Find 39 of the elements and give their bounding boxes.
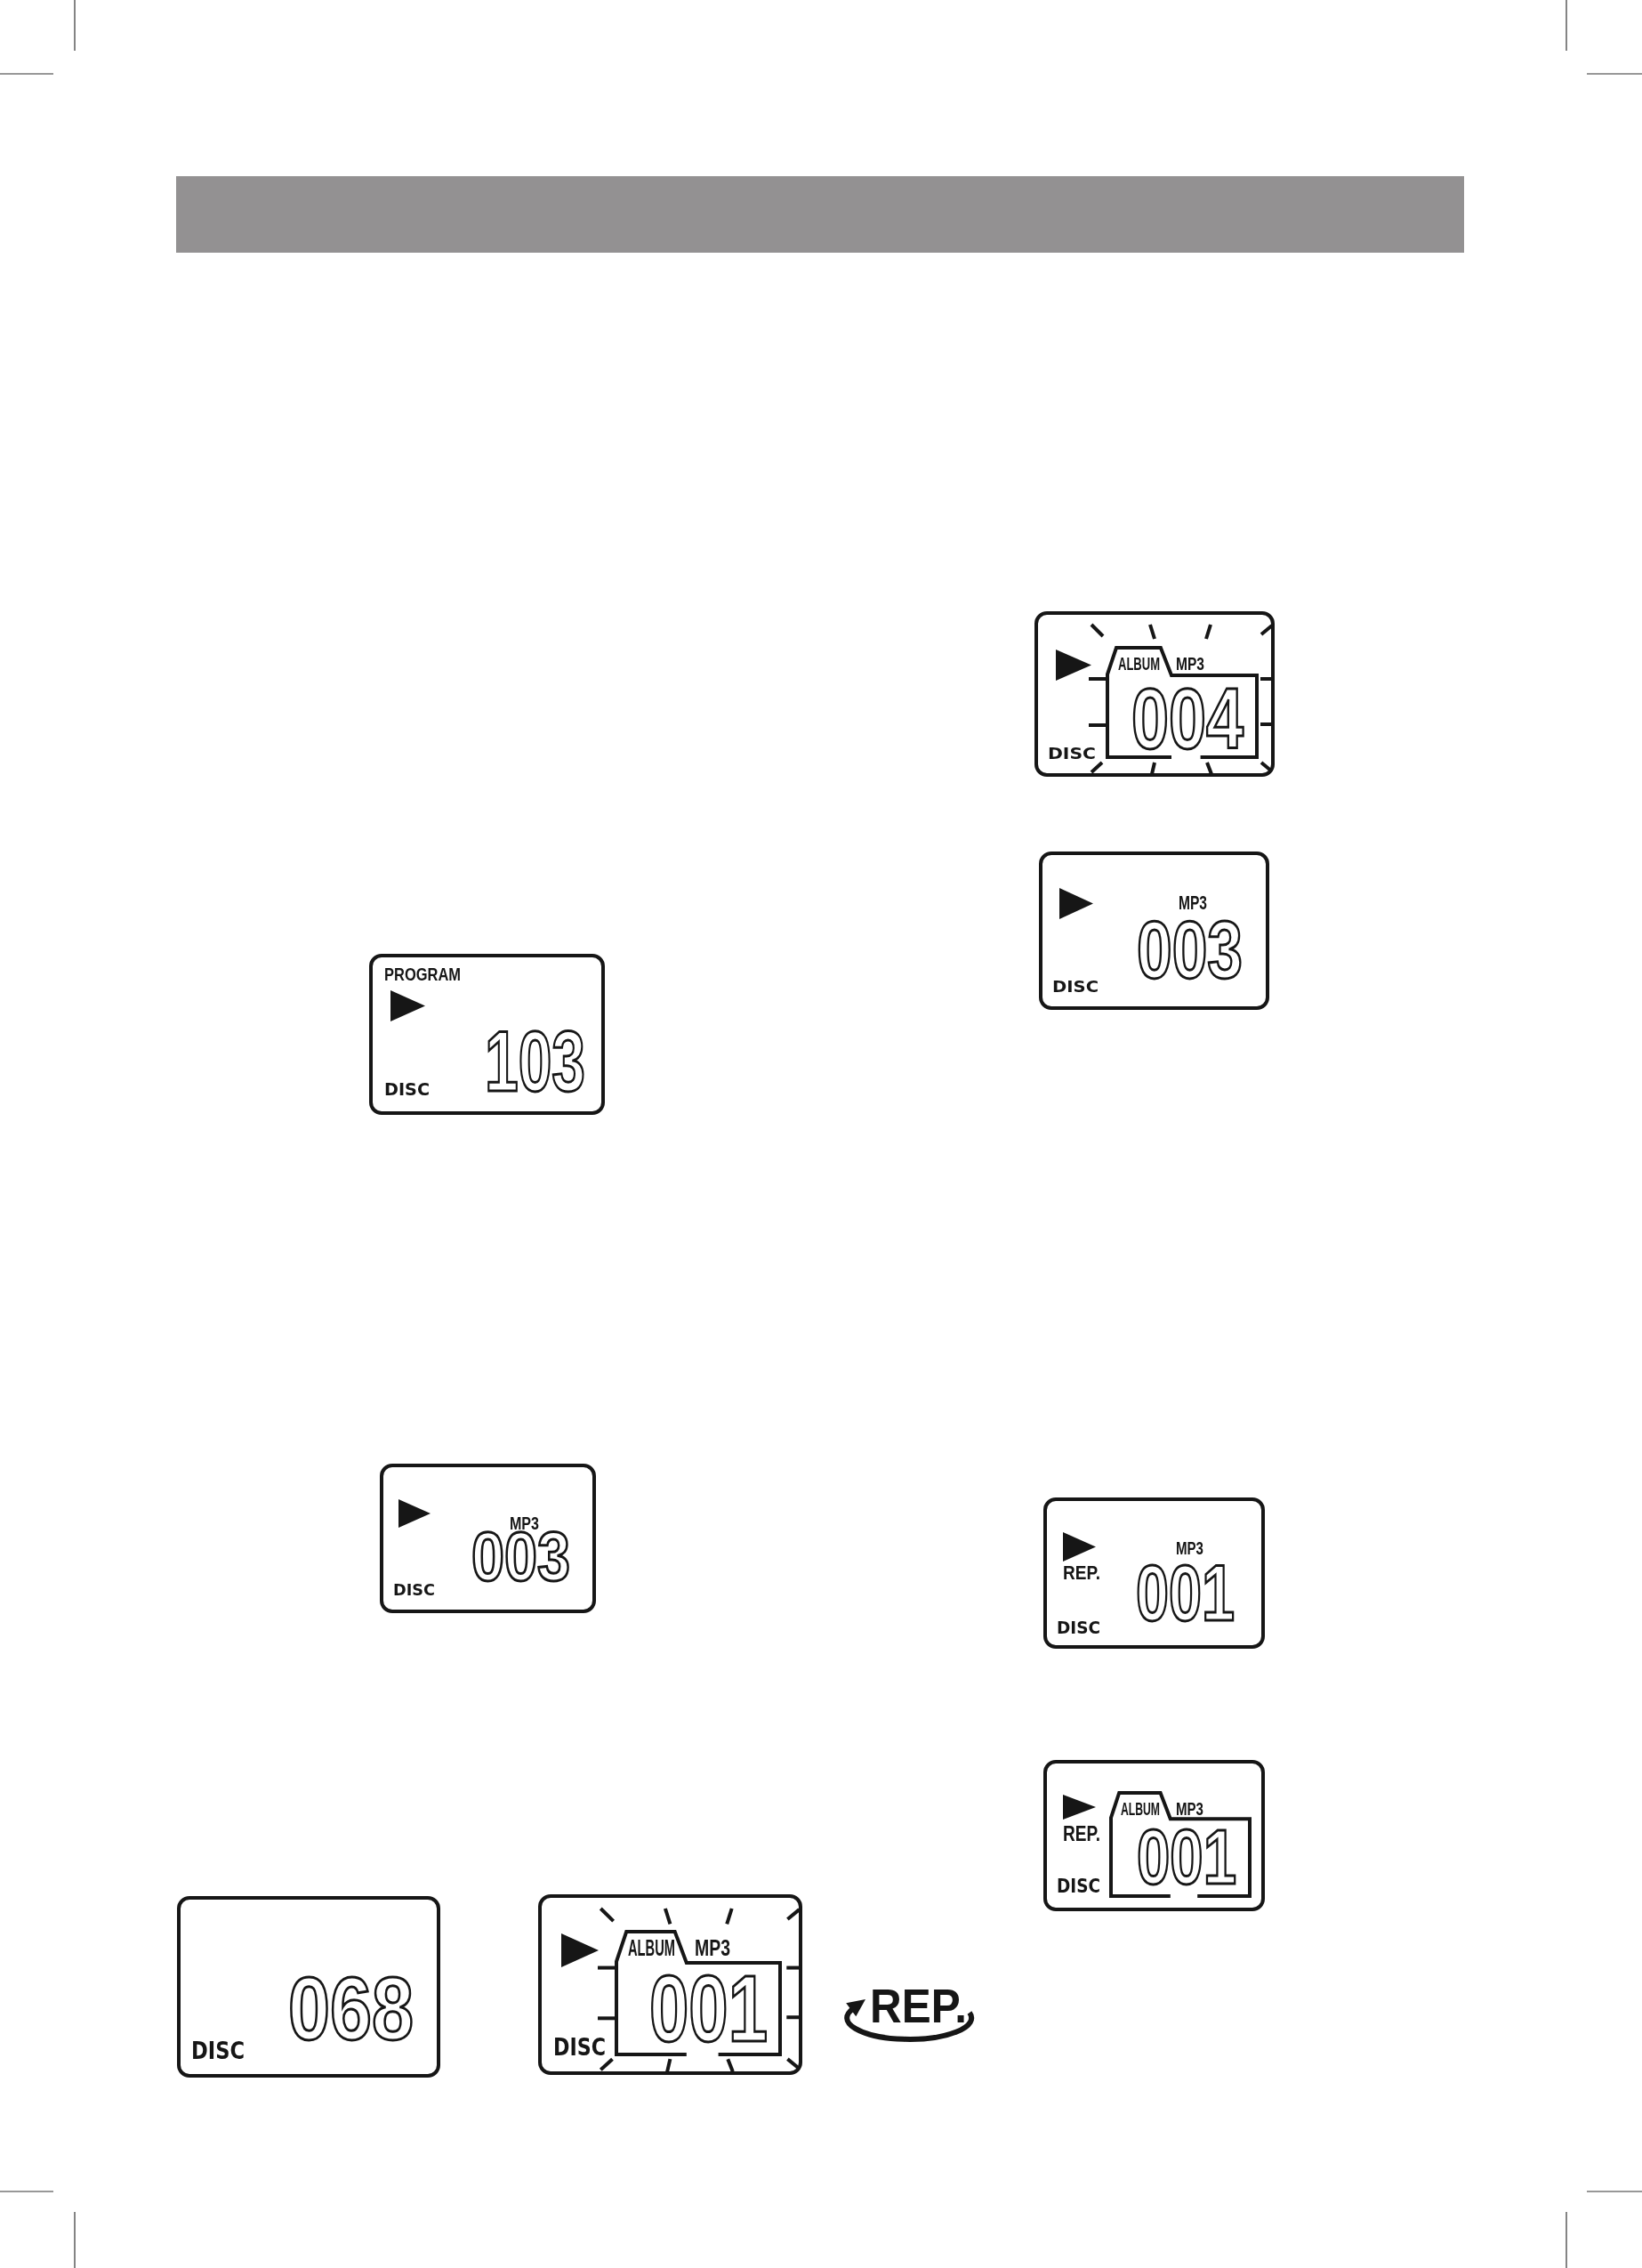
lcd-display bbox=[369, 954, 605, 1115]
lcd-display bbox=[538, 1894, 802, 2075]
mode-indicator: MP3 bbox=[1176, 657, 1204, 670]
disc-indicator: DISC bbox=[393, 1584, 435, 1595]
digit-readout: 103 bbox=[485, 1030, 585, 1092]
lcd-display bbox=[380, 1464, 596, 1613]
disc-indicator: DISC bbox=[191, 2043, 245, 2060]
mode-indicator: REP. bbox=[1063, 1827, 1100, 1842]
album-frame bbox=[1109, 1791, 1252, 1898]
disc-indicator: DISC bbox=[1057, 1880, 1100, 1893]
disc-indicator: DISC bbox=[553, 2038, 606, 2056]
digit-readout: 068 bbox=[288, 1976, 414, 2040]
digit-readout: 003 bbox=[1137, 921, 1243, 979]
mode-indicator: MP3 bbox=[1176, 1802, 1203, 1815]
digit-readout: 001 bbox=[1136, 1564, 1235, 1621]
album-frame bbox=[615, 1930, 782, 2056]
mode-indicator: PROGRAM bbox=[384, 968, 461, 981]
disc-indicator: DISC bbox=[1048, 747, 1096, 759]
mode-indicator: MP3 bbox=[1176, 1541, 1203, 1554]
mode-indicator: MP3 bbox=[695, 1940, 730, 1956]
digit-readout: 001 bbox=[1137, 1828, 1236, 1885]
mode-indicator: REP. bbox=[1063, 1566, 1100, 1580]
mode-indicator: MP3 bbox=[1179, 896, 1207, 910]
lcd-display bbox=[177, 1896, 440, 2078]
disc-indicator: DISC bbox=[1057, 1622, 1100, 1634]
lcd-display bbox=[1039, 852, 1269, 1010]
mode-indicator: MP3 bbox=[510, 1517, 539, 1529]
lcd-display bbox=[1043, 1760, 1265, 1911]
digit-readout: 004 bbox=[1131, 688, 1244, 749]
disc-indicator: DISC bbox=[384, 1084, 430, 1096]
lcd-display bbox=[1034, 611, 1275, 777]
mode-indicator: ALBUM bbox=[1121, 1802, 1160, 1815]
mode-indicator: ALBUM bbox=[1118, 657, 1160, 670]
lcd-display bbox=[1043, 1497, 1265, 1649]
digit-readout: 001 bbox=[649, 1974, 768, 2042]
disc-indicator: DISC bbox=[1052, 981, 1099, 992]
digit-readout: 003 bbox=[471, 1531, 570, 1581]
mode-indicator: ALBUM bbox=[628, 1940, 675, 1956]
album-frame bbox=[1106, 646, 1259, 759]
